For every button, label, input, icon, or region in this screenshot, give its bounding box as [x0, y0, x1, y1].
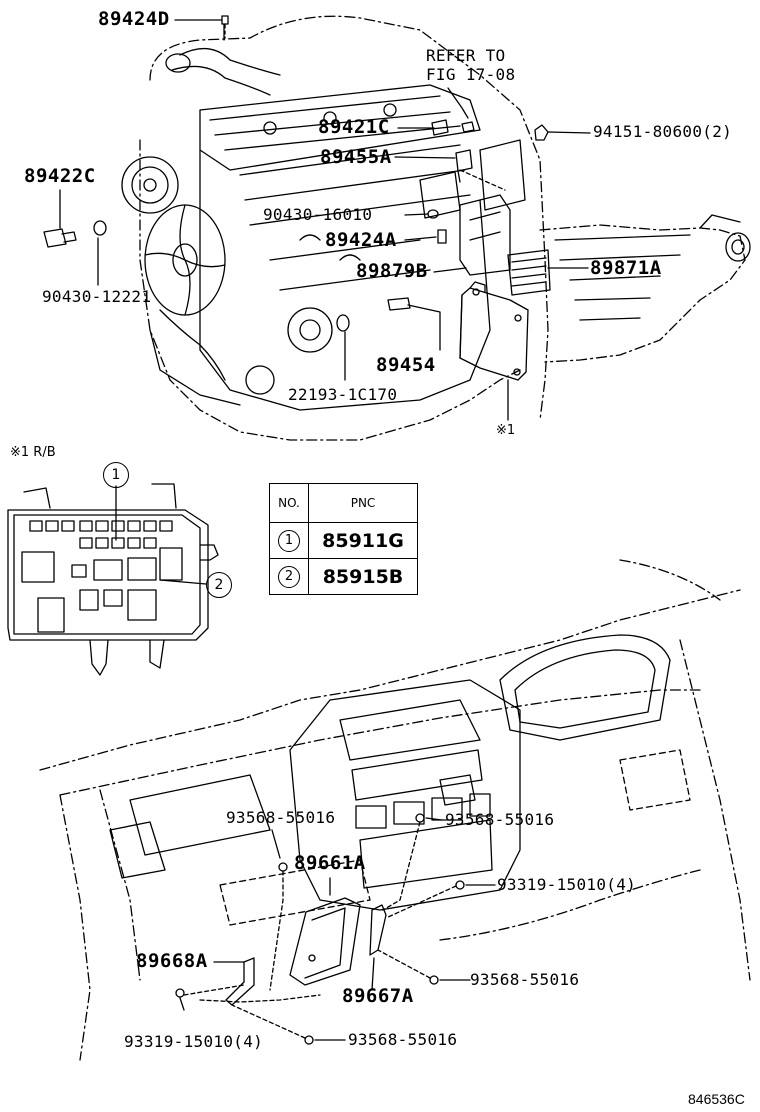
- callout-1: 1: [103, 462, 129, 488]
- relay-block-title: ※1 R/B: [10, 445, 56, 460]
- part-label-89871A: 89871A: [590, 257, 662, 279]
- engine-illustration: [43, 15, 751, 441]
- part-label-93568-55016-b: 93568-55016: [445, 810, 555, 829]
- part-label-93568-55016-c: 93568-55016: [470, 970, 580, 989]
- part-label-89421C: 89421C: [318, 116, 390, 138]
- note-marker-1: ※1: [496, 423, 516, 438]
- part-label-90430-12221: 90430-12221: [42, 287, 152, 306]
- part-label-89424A: 89424A: [325, 229, 397, 251]
- dashboard-illustration: [39, 559, 751, 1061]
- part-label-89667A: 89667A: [342, 985, 414, 1007]
- part-label-93568-55016-d: 93568-55016: [348, 1030, 458, 1049]
- row-pnc: 85915B: [322, 565, 404, 588]
- pnc-table: NO. PNC 1 85911G 2 85915B: [269, 483, 418, 595]
- part-label-89454: 89454: [376, 354, 436, 376]
- part-label-89661A: 89661A: [294, 852, 366, 874]
- header-no: NO.: [269, 483, 309, 523]
- part-label-89455A: 89455A: [320, 146, 392, 168]
- part-label-22193-1C170: 22193-1C170: [288, 385, 398, 404]
- part-label-93319-15010-b: 93319-15010(4): [124, 1032, 264, 1051]
- figure-id: 846536C: [688, 1091, 745, 1107]
- row-number: 2: [278, 566, 300, 588]
- part-label-90430-16010: 90430-16010: [263, 205, 373, 224]
- table-row: 1 85911G: [269, 522, 418, 559]
- refer-note-line1: REFER TO: [426, 46, 506, 65]
- table-row: 2 85915B: [269, 558, 418, 595]
- part-label-89424D: 89424D: [98, 8, 170, 30]
- pnc-table-header: NO. PNC: [269, 483, 418, 523]
- row-number: 1: [278, 530, 300, 552]
- part-label-93319-15010-a: 93319-15010(4): [497, 875, 637, 894]
- callout-2: 2: [206, 572, 232, 598]
- header-pnc: PNC: [308, 483, 418, 523]
- part-label-89879B: 89879B: [356, 260, 428, 282]
- part-label-89422C: 89422C: [24, 165, 96, 187]
- refer-note-line2: FIG 17-08: [426, 65, 516, 84]
- part-label-89668A: 89668A: [136, 950, 208, 972]
- part-label-93568-55016-a: 93568-55016: [226, 808, 336, 827]
- row-pnc: 85911G: [322, 529, 404, 552]
- relay-block-illustration: [7, 483, 219, 676]
- part-label-94151-80600: 94151-80600(2): [593, 122, 733, 141]
